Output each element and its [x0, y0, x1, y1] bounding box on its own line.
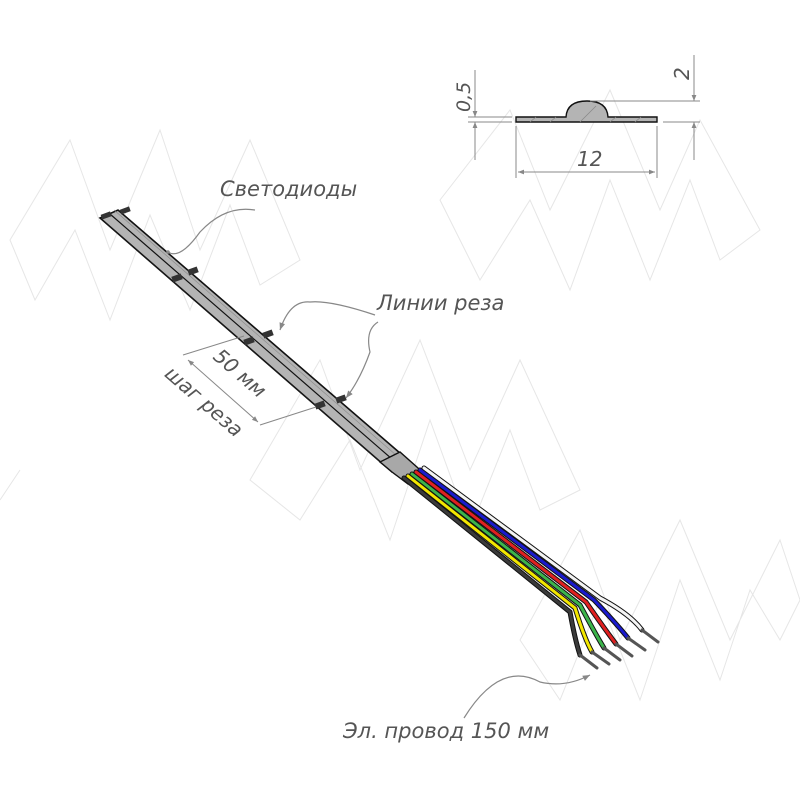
- annotations: Светодиоды Линии реза 50 мм шаг реза Эл.…: [160, 177, 591, 743]
- wire-blue: [418, 468, 630, 640]
- wire-yellow: [406, 474, 594, 654]
- led-pads: [100, 206, 347, 410]
- wire-white: [422, 466, 644, 632]
- label-wire: Эл. провод 150 мм: [342, 719, 549, 743]
- watermark: [0, 88, 800, 702]
- wire-red: [414, 470, 618, 646]
- wire-bundle: [401, 465, 660, 670]
- cross-section: 0,5 12 2: [453, 55, 700, 178]
- label-leds: Светодиоды: [220, 177, 357, 201]
- wire-green: [410, 472, 606, 650]
- dim-width-label: 12: [577, 147, 602, 171]
- dim-height-label: 2: [670, 67, 694, 80]
- label-cut-lines: Линии реза: [376, 291, 504, 315]
- dim-thickness-label: 0,5: [453, 82, 475, 112]
- wire-black: [402, 476, 582, 657]
- led-strip: [98, 206, 430, 485]
